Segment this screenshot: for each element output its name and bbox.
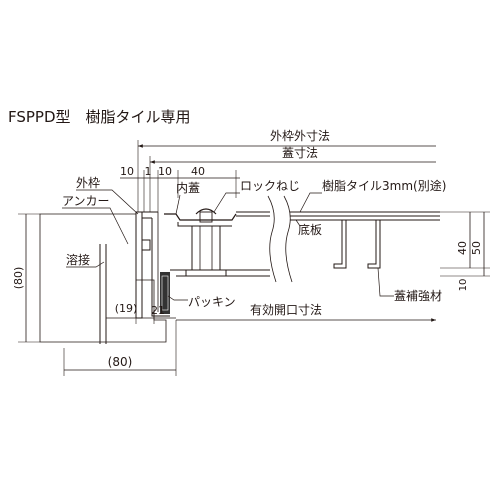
dimension-small-top: 10 1 10 40 — [120, 165, 240, 179]
dimension-lid: 蓋寸法 — [150, 146, 436, 164]
svg-text:樹脂タイル3mm(別途): 樹脂タイル3mm(別途) — [322, 178, 446, 193]
svg-text:蓋補強材: 蓋補強材 — [394, 289, 442, 303]
dimension-outer-frame-outer: 外枠外寸法 — [138, 129, 436, 148]
svg-text:1: 1 — [145, 165, 152, 178]
dim-40-side: 40 — [456, 241, 469, 255]
label-bottom-plate: 底板 — [295, 219, 322, 237]
svg-text:(19): (19) — [115, 302, 138, 315]
svg-text:40: 40 — [191, 165, 205, 178]
label-outer-frame: 外枠 — [76, 176, 139, 215]
bottom-plate-section — [170, 269, 270, 277]
welding-rods — [99, 244, 107, 344]
svg-text:外枠: 外枠 — [76, 176, 100, 190]
svg-text:アンカー: アンカー — [62, 194, 110, 208]
svg-text:(80): (80) — [108, 355, 133, 369]
svg-text:(80): (80) — [12, 267, 25, 290]
dim-50-side: 50 — [470, 241, 483, 255]
outer-frame — [135, 211, 158, 319]
svg-text:ロックねじ: ロックねじ — [240, 179, 300, 193]
extension-lines-top — [137, 140, 237, 212]
svg-text:底板: 底板 — [298, 222, 322, 237]
svg-text:有効開口寸法: 有効開口寸法 — [250, 302, 322, 317]
svg-text:10: 10 — [158, 165, 172, 178]
svg-text:溶接: 溶接 — [66, 252, 90, 267]
label-lid-reinforcement: 蓋補強材 — [377, 267, 442, 303]
svg-text:内蓋: 内蓋 — [176, 181, 200, 195]
svg-text:10: 10 — [120, 165, 134, 178]
resin-tile-right — [290, 211, 440, 221]
lock-screw — [185, 208, 227, 277]
dimension-bottom-80: (80) — [63, 320, 177, 376]
label-welding: 溶接 — [66, 252, 105, 268]
resin-tile-left — [236, 211, 270, 217]
packing — [160, 272, 170, 314]
concrete-block — [39, 213, 167, 343]
svg-text:パッキン: パッキン — [188, 295, 236, 309]
lid-reinforcement — [333, 220, 381, 269]
inner-frame — [151, 212, 170, 317]
dimension-effective-opening: 有効開口寸法 — [176, 302, 436, 322]
label-inner-lid: 内蓋 — [175, 181, 200, 215]
dimension-bottom-small: (19) 21 — [106, 302, 176, 324]
dim-10-side: 10 — [458, 279, 469, 292]
label-anchor: アンカー — [62, 194, 129, 245]
diagram-title: FSPPD型 樹脂タイル専用 — [8, 108, 191, 126]
label-lock-screw: ロックねじ — [213, 179, 300, 213]
svg-text:蓋寸法: 蓋寸法 — [282, 146, 318, 160]
dimension-right: 40 50 10 — [440, 211, 490, 292]
label-resin-tile: 樹脂タイル3mm(別途) — [299, 178, 446, 213]
break-lines — [267, 195, 293, 283]
dimension-left-80: (80) — [12, 213, 40, 343]
svg-text:外枠外寸法: 外枠外寸法 — [270, 129, 330, 143]
svg-text:21: 21 — [151, 304, 165, 317]
label-packing: パッキン — [167, 295, 236, 309]
